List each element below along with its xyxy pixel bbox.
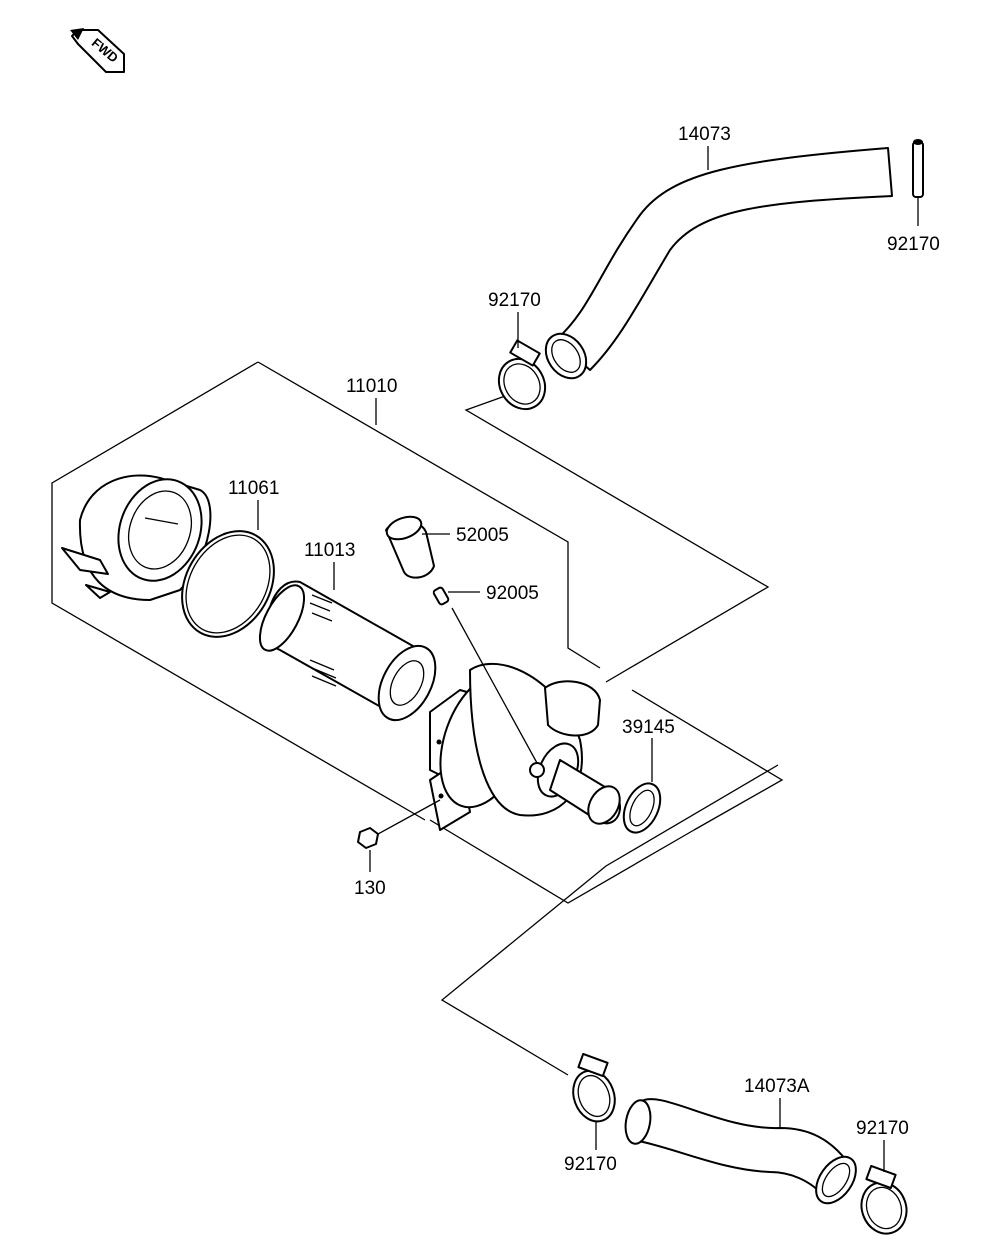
leader-lines	[257, 146, 919, 1172]
label-14073A: 14073A	[744, 1076, 810, 1097]
clamp-lower-right	[860, 1164, 908, 1235]
label-11013: 11013	[304, 540, 355, 561]
label-92170-lower-left: 92170	[564, 1154, 617, 1175]
label-52005: 52005	[456, 525, 509, 546]
air-box-housing	[429, 662, 621, 831]
label-130: 130	[354, 878, 386, 899]
label-11061: 11061	[228, 478, 279, 499]
clamp-upper	[497, 339, 547, 411]
upper-hose-connector-lines	[464, 394, 770, 683]
bolt	[357, 799, 441, 849]
fitting	[432, 586, 450, 606]
label-92005: 92005	[486, 583, 539, 604]
upper-hose	[544, 147, 893, 380]
label-11010: 11010	[346, 376, 397, 397]
gasket-ring	[181, 530, 275, 638]
fwd-arrow-icon: FWD	[70, 28, 125, 73]
assembly-outline	[51, 361, 784, 904]
clamp-lower-left	[572, 1052, 616, 1123]
lower-hose-connector-lines	[440, 764, 779, 1076]
label-92170-upper: 92170	[488, 290, 541, 311]
pin-clamp-upper	[912, 139, 924, 198]
filter-element	[258, 580, 437, 722]
label-92170-lower-right: 92170	[856, 1118, 909, 1139]
rubber-seal	[622, 782, 662, 834]
cap	[385, 515, 435, 579]
label-92170-pin: 92170	[887, 234, 940, 255]
label-14073: 14073	[678, 124, 731, 145]
label-39145: 39145	[622, 717, 675, 738]
lower-hose	[624, 1098, 857, 1205]
air-box-cover	[61, 474, 212, 601]
part-labels: 14073 92170 92170 11010 11061 11013 5200…	[228, 124, 940, 1175]
